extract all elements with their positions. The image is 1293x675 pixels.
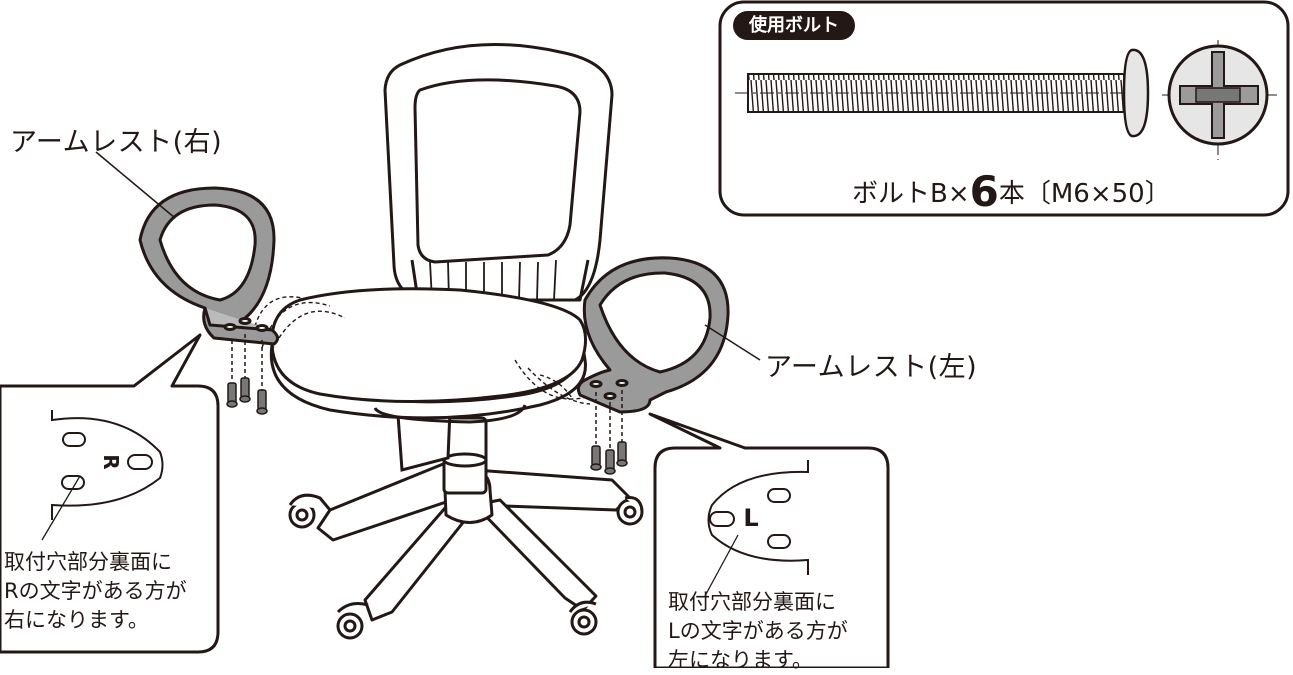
callout-right-line-2: Rの文字がある方が	[4, 579, 187, 603]
callout-right-line-1: 取付穴部分裏面に	[4, 550, 172, 574]
bolt-spec-suffix: 本〔M6×50〕	[998, 179, 1171, 209]
chair-backrest	[383, 42, 614, 302]
screws-left	[590, 390, 628, 475]
plate-letter-l: L	[743, 504, 758, 532]
bolt-drawing	[735, 48, 1150, 138]
callout-right-box	[0, 333, 220, 654]
armrest-right-drawing	[138, 186, 279, 346]
label-armrest-left: アームレスト(左)	[765, 352, 978, 383]
bolt-spec: ボルトB×6本〔M6×50〕	[852, 167, 1171, 216]
leader-armrest-right	[95, 151, 176, 219]
screws-right	[226, 334, 268, 415]
callout-left-plate	[704, 460, 809, 597]
callout-right-text: 取付穴部分裏面に Rの文字がある方が 右になります。	[4, 548, 187, 635]
bolt-head-drawing	[1162, 40, 1280, 160]
chair-seat	[269, 287, 587, 424]
bolt-spec-count: 6	[969, 167, 999, 216]
label-armrest-right: アームレスト(右)	[10, 127, 223, 158]
armrest-left-drawing	[576, 256, 730, 414]
callout-left-line-3: 左になります。	[668, 648, 813, 672]
callout-right-plate	[41, 410, 164, 541]
callout-left-line-2: Lの文字がある方が	[668, 619, 848, 643]
callout-right-line-3: 右になります。	[4, 608, 149, 632]
callout-left-text: 取付穴部分裏面に Lの文字がある方が 左になります。	[668, 588, 848, 675]
plate-letter-r: R	[99, 454, 123, 469]
callout-left-line-1: 取付穴部分裏面に	[668, 590, 836, 614]
bolt-spec-prefix: ボルトB×	[852, 179, 970, 209]
bolt-tag: 使用ボルト	[733, 11, 855, 40]
leader-armrest-left	[704, 324, 761, 361]
